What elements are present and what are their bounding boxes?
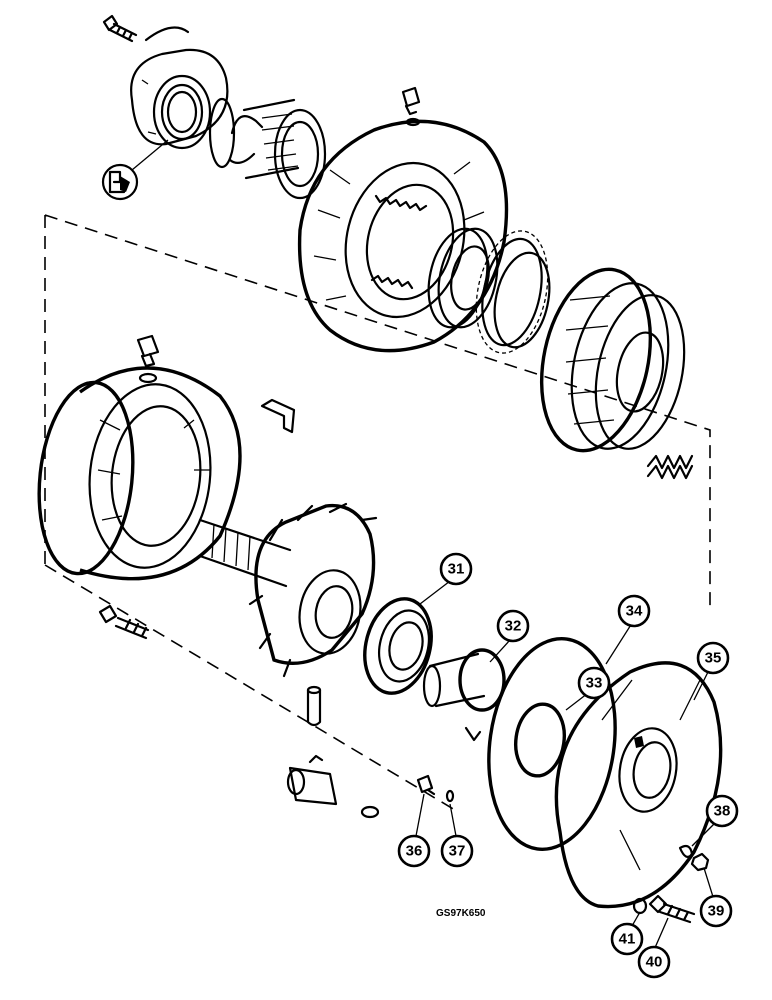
svg-text:40: 40 — [646, 954, 663, 971]
callout-39: 39 — [699, 894, 733, 928]
valve-body — [286, 754, 380, 819]
callout-37: 37 — [440, 834, 474, 868]
svg-text:35: 35 — [705, 650, 722, 667]
callout-40: 40 — [637, 945, 671, 979]
top-bolt — [102, 14, 190, 43]
svg-text:41: 41 — [619, 931, 636, 948]
callout-36: 36 — [397, 834, 431, 868]
callout-38: 38 — [705, 794, 739, 828]
svg-text:31: 31 — [448, 561, 465, 578]
clutch-plates — [427, 227, 551, 354]
top-plug — [401, 86, 421, 127]
svg-text:37: 37 — [449, 843, 466, 860]
image-code-label: GS97K650 — [436, 908, 486, 919]
washer-38 — [678, 844, 694, 858]
leader-lines — [415, 577, 721, 951]
svg-text:34: 34 — [626, 603, 643, 620]
nut-39 — [690, 852, 710, 872]
o-ring-33 — [514, 702, 566, 778]
housing-plug — [136, 334, 160, 384]
bracket — [260, 398, 296, 434]
assembly-guide-line — [44, 214, 711, 811]
seal-housing-flange — [130, 48, 229, 150]
svg-text:33: 33 — [586, 675, 603, 692]
callout-34: 34 — [617, 594, 651, 628]
svg-text:38: 38 — [714, 803, 731, 820]
svg-text:32: 32 — [505, 618, 522, 635]
seal-37 — [445, 789, 455, 803]
callout-35: 35 — [696, 641, 730, 675]
lower-bolt — [98, 604, 150, 640]
splined-shaft — [198, 502, 378, 678]
svg-text:36: 36 — [406, 843, 423, 860]
spring — [646, 454, 694, 480]
callout-31: 31 — [439, 552, 473, 586]
bearing-31 — [363, 597, 433, 695]
sleeve-32 — [422, 648, 506, 742]
svg-text:39: 39 — [708, 903, 725, 920]
plug-36 — [416, 774, 436, 796]
callout-41: 41 — [610, 922, 644, 956]
piston-assembly — [539, 267, 686, 453]
callout-32: 32 — [496, 609, 530, 643]
callout-33: 33 — [577, 666, 611, 700]
bolt-40 — [648, 894, 696, 924]
lower-housing — [37, 366, 242, 581]
bearing-assembly-upper — [208, 97, 327, 200]
o-ring-34 — [487, 636, 617, 852]
upper-housing — [297, 119, 509, 353]
dowel-pin — [306, 685, 322, 727]
cover-35 — [554, 661, 723, 909]
seal-kit-symbol — [101, 163, 139, 201]
